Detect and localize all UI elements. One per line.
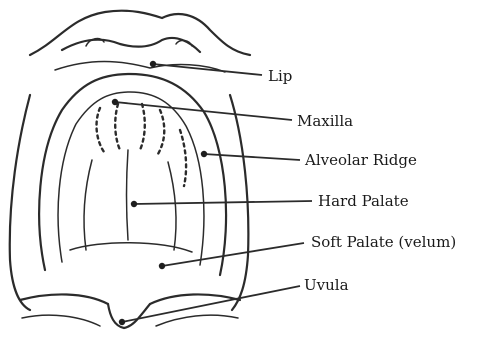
throat-left [20, 294, 108, 304]
leader-hard-palate [134, 201, 312, 204]
label-soft-palate: Soft Palate (velum) [311, 233, 456, 251]
palate-ridge-right [168, 162, 176, 250]
rugae-mid-right [140, 104, 145, 150]
rugae-right [158, 110, 164, 154]
anchor-dot-maxilla [112, 99, 118, 105]
rugae-mid-left [115, 104, 120, 150]
label-uvula: Uvula [304, 276, 349, 294]
label-maxilla: Maxilla [297, 112, 353, 130]
anchor-dot-soft-palate [159, 263, 165, 269]
lower-base-right [156, 315, 238, 326]
leader-soft-palate [162, 243, 304, 266]
lower-base-left [22, 315, 100, 326]
anchor-dot-hard-palate [131, 201, 137, 207]
labels: Lip Maxilla Alveolar Ridge Hard Palate S… [268, 67, 456, 294]
anchor-dot-alveolar-ridge [201, 151, 207, 157]
rugae-far-right [180, 130, 186, 186]
label-lip: Lip [268, 67, 292, 85]
alveolar-arch-inner [58, 92, 204, 265]
leader-alveolar-ridge [204, 154, 300, 160]
label-alveolar-ridge: Alveolar Ridge [304, 151, 417, 169]
leader-lip [153, 64, 262, 75]
median-raphe [127, 150, 129, 240]
anchor-dot-lip [150, 61, 156, 67]
leader-maxilla [115, 102, 292, 120]
uvula-shape [108, 304, 150, 328]
leader-lines [112, 61, 312, 325]
cheek-left [10, 95, 30, 310]
throat-right [150, 294, 240, 304]
label-hard-palate: Hard Palate [318, 192, 409, 210]
palate-ridge-left [84, 160, 92, 250]
anchor-dot-uvula [119, 319, 125, 325]
rugae-left [97, 108, 104, 152]
lip-fold [55, 62, 225, 73]
mouth-illustration [10, 11, 250, 328]
lip-lower-edge [62, 38, 200, 52]
